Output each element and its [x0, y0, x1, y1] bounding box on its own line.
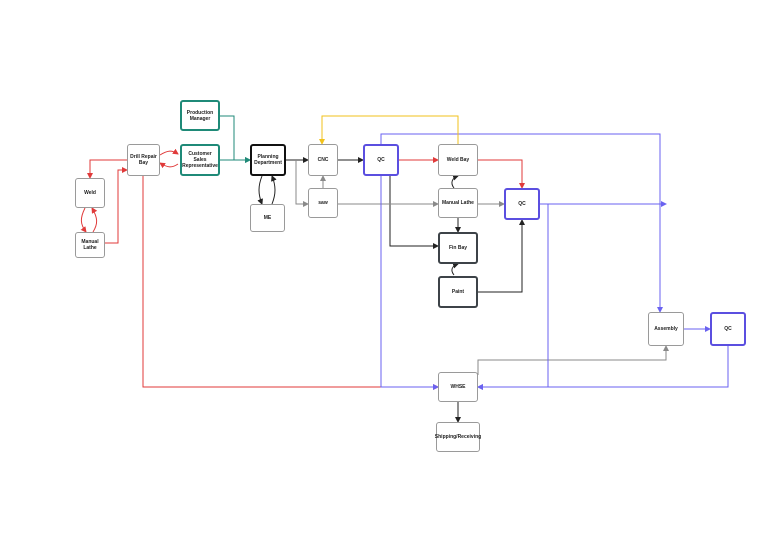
- edge-whse-to-assembly: [477, 345, 669, 375]
- node-label: saw: [318, 200, 328, 206]
- node-whse[interactable]: WHSE: [438, 372, 478, 402]
- node-shipping-receiving[interactable]: Shipping/Receiving: [434, 422, 482, 452]
- edge-qc3-to-whse: [477, 346, 729, 390]
- node-qc-1[interactable]: QC: [363, 144, 399, 176]
- edge-drill-csr-1: [159, 148, 179, 156]
- node-me[interactable]: ME: [250, 204, 285, 232]
- edge-lathe-to-drill: [104, 167, 128, 244]
- node-label: QC: [724, 326, 732, 332]
- node-label: QC: [377, 157, 385, 163]
- node-production-manager[interactable]: Production Manager: [180, 100, 220, 131]
- node-label: Customer Sales Representative: [182, 151, 218, 169]
- node-label: Assembly: [654, 326, 678, 332]
- node-drill-repair-bay[interactable]: Drill Repair Bay: [127, 144, 160, 176]
- node-label: Drill Repair Bay: [130, 154, 157, 166]
- node-label: Fin Bay: [448, 245, 468, 251]
- node-customer-sales-rep[interactable]: Customer Sales Representative: [180, 144, 220, 176]
- node-label: Shipping/Receiving: [434, 434, 482, 440]
- edge-lathe-weld-loop: [91, 207, 98, 233]
- node-label: WHSE: [450, 384, 466, 390]
- node-planning-department[interactable]: Planning Department: [250, 144, 286, 176]
- edge-planning-to-saw: [295, 160, 309, 207]
- node-label: Weld: [84, 190, 96, 196]
- edge-qc1-top-to-assembly: [380, 133, 663, 313]
- edge-weld-lathe-loop: [80, 207, 87, 233]
- node-label: Planning Department: [254, 154, 282, 166]
- node-fin-bay[interactable]: Fin Bay: [438, 232, 478, 264]
- edge-weldbay-to-qc2: [478, 159, 525, 189]
- node-weld[interactable]: Weld: [75, 178, 105, 208]
- node-paint[interactable]: Paint: [438, 276, 478, 308]
- node-qc-2[interactable]: QC: [504, 188, 540, 220]
- edge-weldbay-to-cnc: [319, 115, 459, 145]
- edge-drill-to-weld: [87, 159, 127, 179]
- node-label: Production Manager: [186, 109, 214, 122]
- node-label: QC: [518, 201, 526, 207]
- edge-weldbay-lathe-loop: [451, 174, 459, 189]
- edge-pm-to-planning: [220, 115, 251, 163]
- edge-paint-to-qc2: [478, 219, 525, 293]
- edge-drill-csr-2: [159, 162, 179, 169]
- node-weld-bay[interactable]: Weld Bay: [438, 144, 478, 176]
- edge-drill-to-whse: [142, 176, 439, 390]
- node-label: CNC: [317, 157, 329, 163]
- edge-finbay-paint-loop: [451, 262, 459, 276]
- node-label: Manual Lathe: [81, 239, 99, 251]
- node-label: Manual Lathe: [442, 200, 474, 206]
- edge-qc1-to-finbay: [389, 176, 439, 249]
- node-qc-3[interactable]: QC: [710, 312, 746, 346]
- edge-planning-me-loop-1: [257, 175, 263, 205]
- node-manual-lathe-left[interactable]: Manual Lathe: [75, 232, 105, 258]
- node-saw[interactable]: saw: [308, 188, 338, 218]
- node-cnc[interactable]: CNC: [308, 144, 338, 176]
- edge-planning-me-loop-2: [271, 175, 277, 205]
- node-assembly[interactable]: Assembly: [648, 312, 684, 346]
- node-label: Paint: [451, 289, 465, 295]
- node-label: ME: [263, 215, 272, 221]
- node-label: Weld Bay: [446, 157, 470, 163]
- edge-qc1-down-to-whse: [380, 176, 439, 390]
- node-manual-lathe[interactable]: Manual Lathe: [438, 188, 478, 218]
